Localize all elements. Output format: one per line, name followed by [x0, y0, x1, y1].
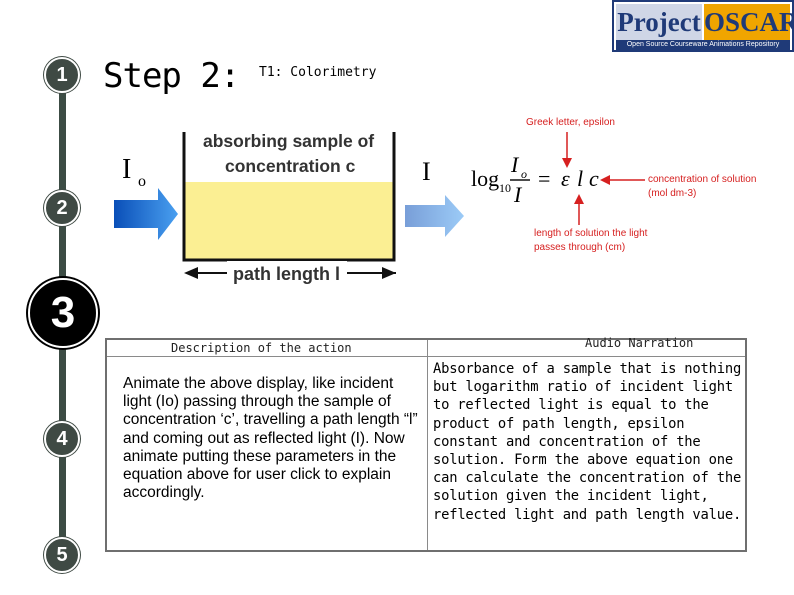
step-4-badge[interactable]: 4 [44, 421, 80, 457]
panel-column-divider [427, 340, 428, 550]
incident-light-label: I [122, 154, 131, 185]
audio-narration-text: Absorbance of a sample that is nothing b… [433, 361, 742, 523]
step-2-badge[interactable]: 2 [44, 190, 80, 226]
storyboard-panel: Description of the action Audio Narratio… [105, 336, 747, 552]
path-length-right-arrowhead [382, 267, 396, 279]
colorimetry-diagram: I o absorbing sample of concentration c … [114, 117, 756, 287]
project-oscar-logo: Project OSCAR Open Source Courseware Ani… [612, 0, 794, 52]
step-3-badge[interactable]: 3 [28, 278, 98, 348]
logo-word-project: Project [616, 4, 702, 40]
annotation-conc-line1: concentration of solution [648, 174, 756, 185]
annotation-epsilon: Greek letter, epsilon [526, 117, 615, 128]
annotation-conc-line2: (mol dm-3) [648, 188, 696, 199]
transmitted-light-label: I [422, 157, 431, 186]
step-title: Step 2: [103, 56, 240, 96]
equation-log-base: 10 [499, 181, 511, 195]
annotation-length-arrowhead [574, 194, 584, 204]
description-header: Description of the action [171, 341, 352, 355]
sample-container [182, 132, 396, 262]
sample-label-line2: concentration c [225, 156, 356, 176]
annotation-epsilon-arrowhead [562, 158, 572, 168]
equation-log: log [471, 166, 499, 191]
annotation-conc-arrowhead [600, 175, 610, 185]
step-1-badge[interactable]: 1 [44, 57, 80, 93]
panel-header-divider [107, 356, 745, 357]
logo-tagline: Open Source Courseware Animations Reposi… [616, 40, 790, 50]
logo-word-oscar: OSCAR [704, 4, 794, 40]
incident-light-subscript: o [138, 173, 146, 190]
equation-equals: = [538, 166, 550, 191]
sample-solution [184, 182, 394, 260]
audio-narration-header: Audio Narration [585, 336, 694, 350]
equation-denominator: I [513, 182, 523, 207]
path-length-label-bg [227, 261, 347, 287]
equation-epsilon: ε [561, 166, 570, 191]
annotation-length-line1: length of solution the light [534, 228, 648, 239]
description-text: Animate the above display, like incident… [123, 375, 418, 502]
equation-numerator: I [510, 152, 520, 177]
transmitted-light-arrow [405, 195, 464, 237]
equation-numerator-sub: o [521, 167, 527, 181]
sample-label-line1: absorbing sample of [203, 131, 374, 151]
path-length-left-arrowhead [184, 267, 198, 279]
step-5-badge[interactable]: 5 [44, 537, 80, 573]
equation-l: l [577, 166, 583, 191]
path-length-label: path length l [233, 264, 340, 284]
incident-light-arrow [114, 188, 178, 240]
annotation-length-line2: passes through (cm) [534, 242, 625, 253]
equation-c: c [589, 166, 599, 191]
step-subtitle: T1: Colorimetry [259, 65, 377, 80]
